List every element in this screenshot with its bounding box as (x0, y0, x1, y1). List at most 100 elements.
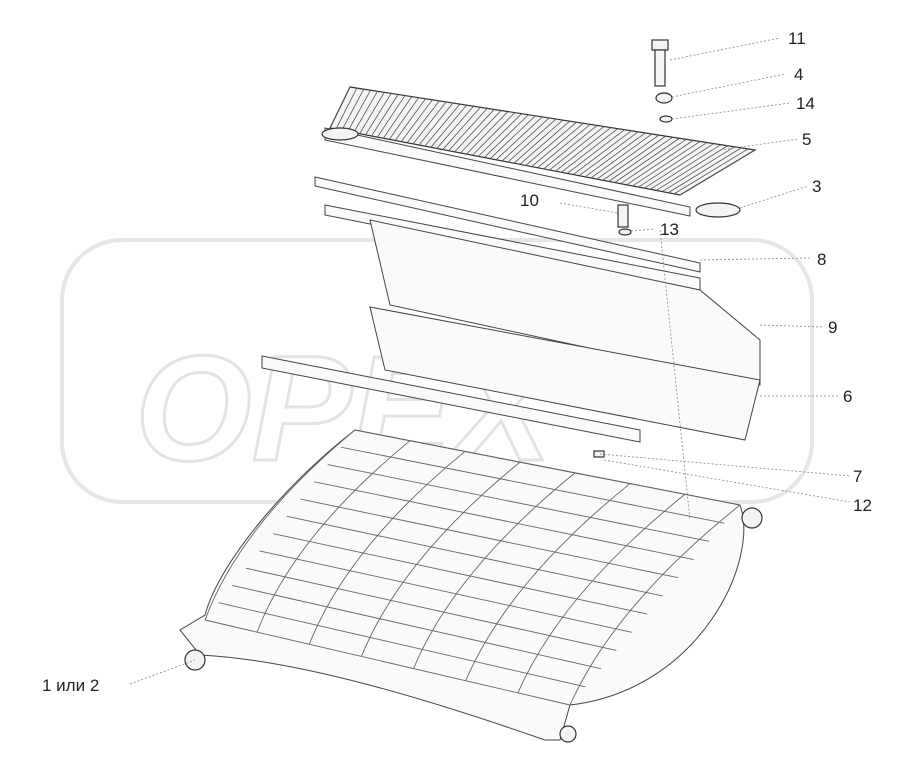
grate-tooth (537, 124, 591, 169)
grate-tooth (353, 91, 378, 133)
pin-part-12 (593, 450, 605, 458)
grid-bar (204, 619, 571, 706)
grid-bar (314, 481, 694, 560)
label-14: 14 (796, 94, 815, 113)
concave-grid-part-1-or-2 (179, 429, 763, 743)
label-6: 6 (843, 387, 852, 406)
label-13: 13 (660, 220, 679, 239)
grate-tooth (329, 86, 351, 129)
grate-tooth (590, 133, 653, 179)
grate-tooth (584, 132, 646, 178)
grate-tooth (371, 94, 399, 137)
label-1-or-2: 1 или 2 (42, 676, 99, 695)
grate-tooth (543, 125, 598, 170)
label-10: 10 (520, 191, 539, 210)
grid-rib (256, 440, 411, 633)
grate-part-5 (329, 86, 757, 196)
grate-tooth (335, 87, 358, 130)
grate-tooth (667, 147, 742, 194)
grate-tooth (341, 88, 365, 131)
grid-bar (354, 429, 741, 506)
grid-rib (361, 461, 521, 657)
grate-tooth (531, 122, 584, 167)
grate-tooth (656, 145, 728, 191)
grate-tooth (412, 101, 447, 145)
grate-tooth (561, 128, 618, 173)
grid-bar (300, 498, 679, 579)
grid-bar (327, 464, 710, 542)
grate-tooth (383, 96, 413, 139)
bushing-part-4 (655, 92, 673, 104)
grid-bar (218, 602, 586, 688)
washer-part-14 (659, 115, 673, 123)
grate-tooth (478, 113, 522, 157)
grate-tooth (448, 108, 488, 151)
washer-part-13 (618, 228, 632, 236)
label-5: 5 (802, 130, 811, 149)
grate-tooth (572, 130, 632, 175)
label-9: 9 (828, 318, 837, 337)
grid-bar (286, 515, 663, 597)
grid-bar (245, 567, 617, 651)
grate-tooth (519, 120, 570, 165)
grate-tooth (365, 93, 392, 136)
grate-tooth (578, 131, 639, 177)
grate-tooth (472, 112, 516, 156)
grate-tooth (347, 90, 371, 132)
bolt-part-11 (651, 39, 669, 87)
grate-tooth (430, 104, 467, 148)
grate-tooth (507, 118, 557, 163)
grate-tooth (614, 137, 680, 183)
grate-tooth (483, 114, 529, 158)
grid-rib (569, 504, 741, 706)
grate-tooth (454, 109, 495, 153)
grate-tooth (596, 134, 660, 180)
grid-rib (308, 451, 466, 645)
lower-panel-part-6 (369, 306, 761, 441)
grate-tooth (406, 100, 440, 144)
grid-rib (517, 493, 686, 694)
label-3: 3 (812, 177, 821, 196)
grate-tooth (418, 102, 454, 146)
leader-lines (129, 37, 851, 685)
grate-tooth (567, 129, 625, 174)
grate-tooth (359, 92, 385, 134)
grate-tooth (394, 98, 426, 141)
grate-tooth (460, 110, 502, 154)
grate-tooth (620, 138, 687, 184)
grid-bar (341, 446, 725, 524)
grid-rib (204, 429, 356, 621)
grate-tooth (489, 115, 536, 159)
grate-tooth (644, 143, 715, 189)
grid-bar (232, 585, 602, 670)
grate-tooth (549, 126, 605, 171)
grate-tooth (661, 146, 735, 192)
grid-bar (273, 533, 648, 615)
grate-tooth (602, 135, 666, 181)
grid-rib (465, 483, 631, 681)
label-4: 4 (794, 65, 803, 84)
grate-tooth (638, 142, 708, 188)
strip-part-7 (261, 355, 641, 443)
grate-tooth (679, 149, 756, 196)
label-12: 12 (853, 496, 872, 515)
grate-tooth (388, 97, 419, 140)
grate-tooth (501, 117, 550, 162)
grate-tooth (442, 107, 481, 150)
grate-tooth (525, 121, 577, 166)
grate-tooth (400, 99, 433, 142)
grate-tooth (466, 111, 509, 155)
grate-tooth (555, 127, 612, 172)
grate-tooth (424, 103, 461, 147)
grate-tooth (377, 95, 406, 138)
grate-tooth (608, 136, 673, 182)
grid-bar (259, 550, 632, 633)
grate-tooth (650, 144, 721, 190)
grate-tooth (673, 148, 749, 195)
grate-tooth (436, 105, 474, 149)
label-11: 11 (788, 29, 806, 48)
grid-rib (413, 472, 576, 669)
label-7: 7 (853, 467, 862, 486)
cover-panel-part-9 (369, 219, 761, 386)
